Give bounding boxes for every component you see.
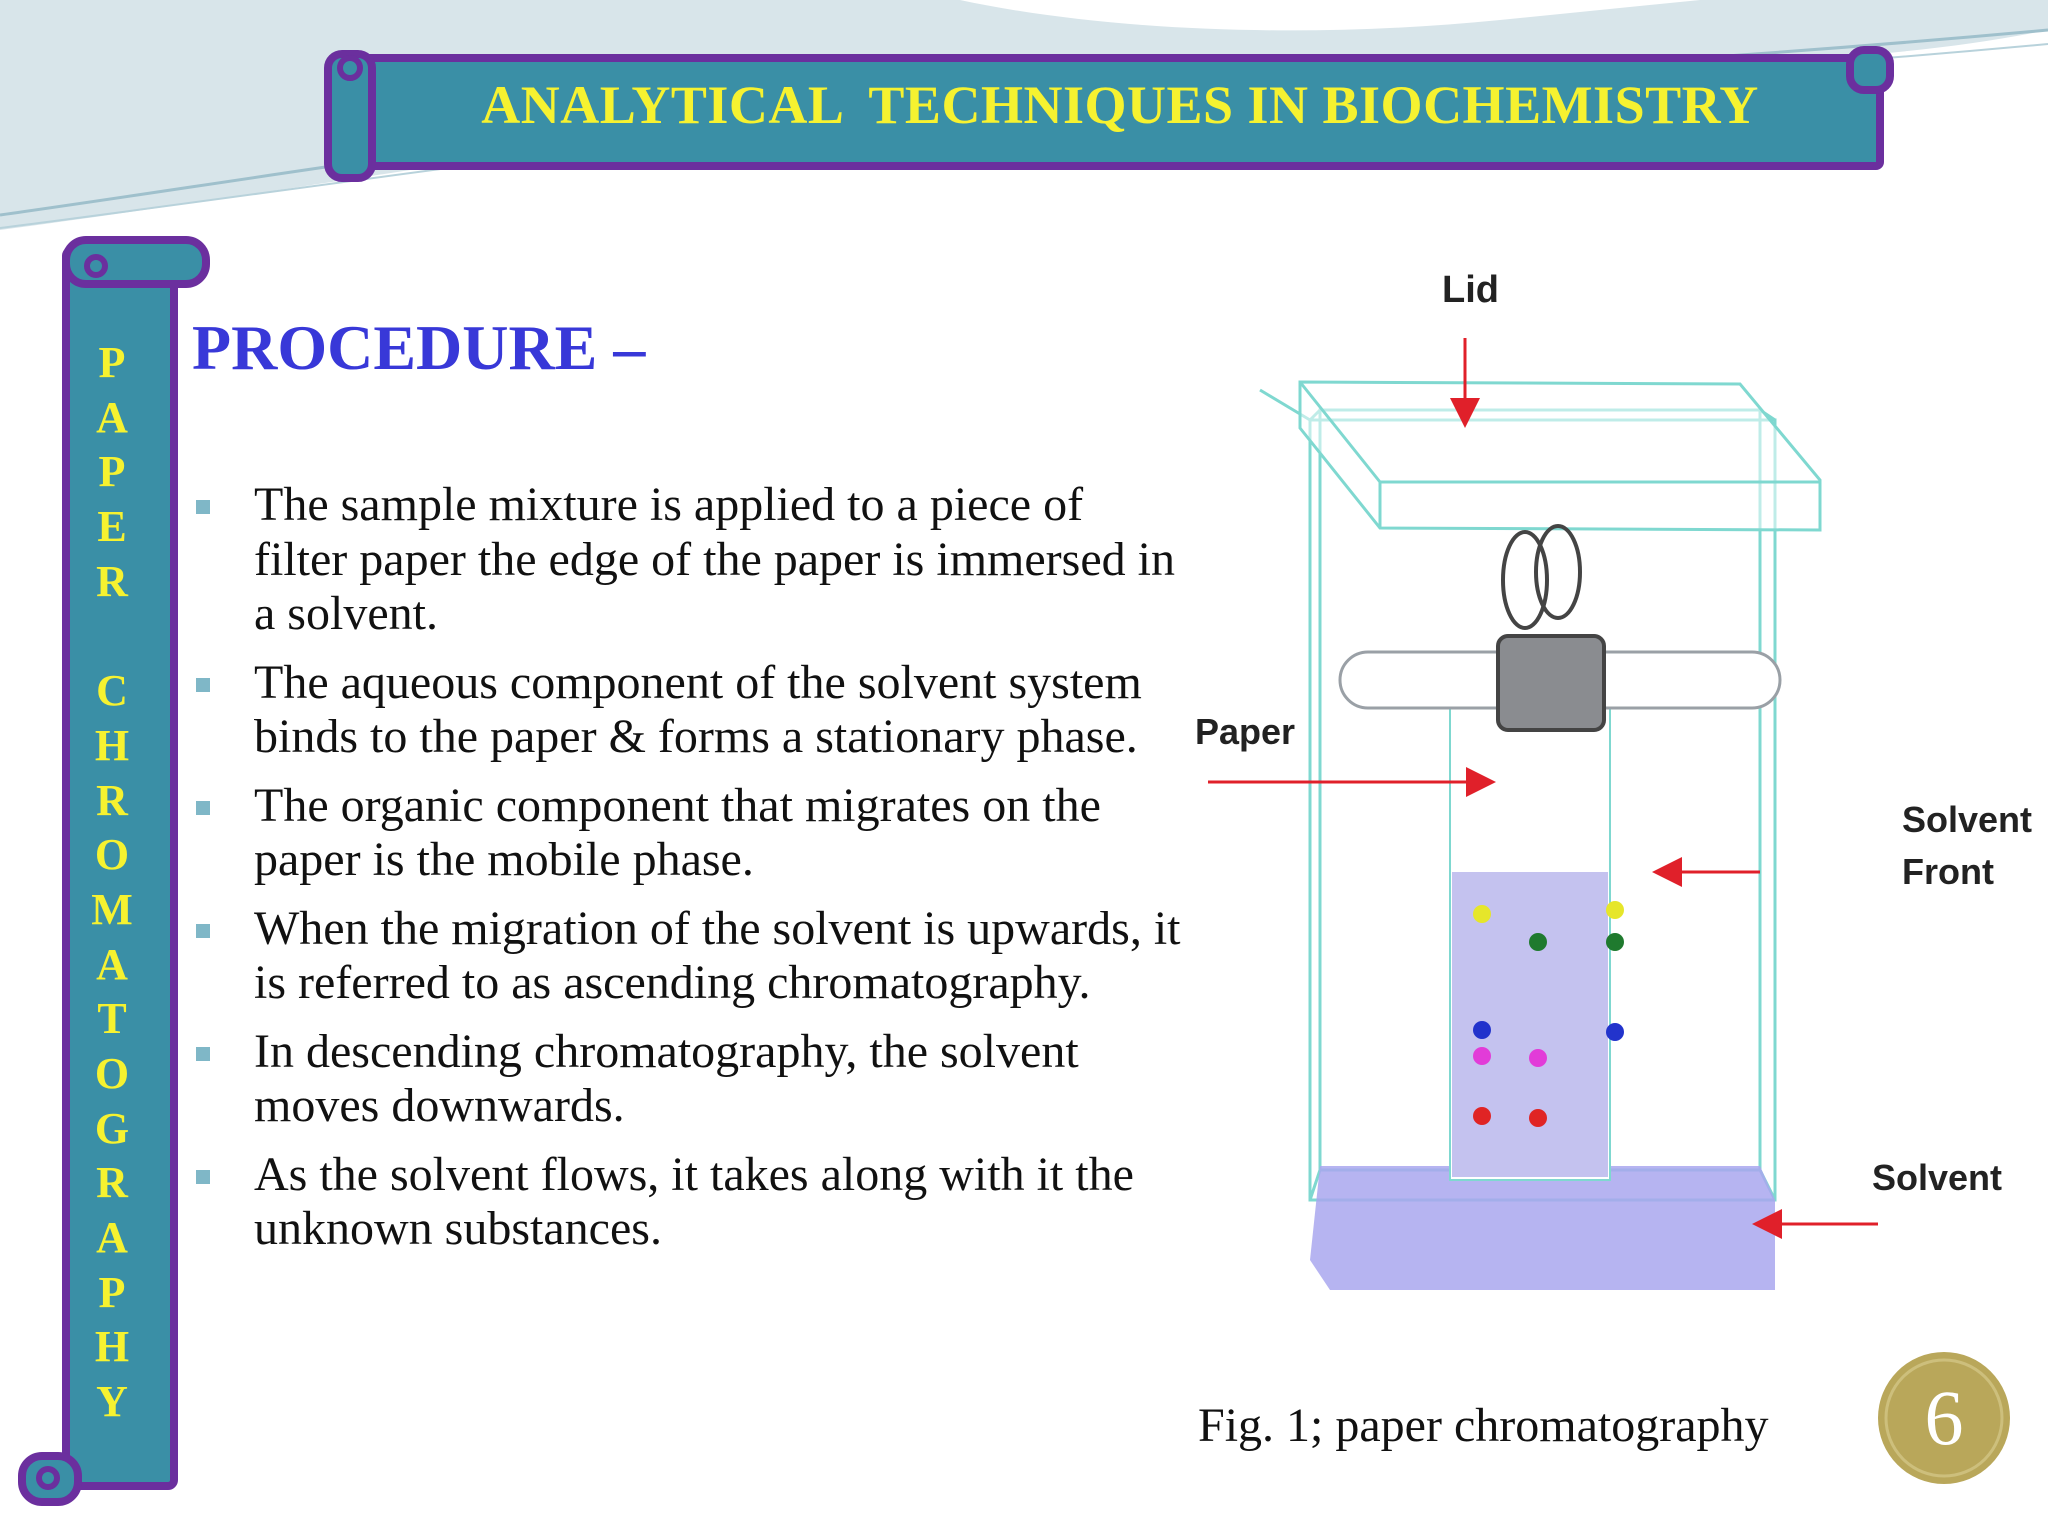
side-letter: A — [96, 1213, 128, 1262]
solvent-layer — [1310, 1166, 1775, 1290]
binder-clip — [1496, 524, 1606, 732]
bullet-square-icon — [196, 800, 210, 815]
sample-spots — [1473, 901, 1624, 1127]
bullet-list: The sample mixture is applied to a piece… — [192, 478, 1182, 1271]
label-lid: Lid — [1442, 269, 1499, 311]
label-solvent: Solvent — [1872, 1157, 2002, 1198]
slide-title: ANALYTICAL TECHNIQUES IN BIOCHEMISTRY — [481, 75, 1759, 135]
section-heading: PROCEDURE – — [192, 312, 646, 383]
side-letter: H — [94, 1322, 130, 1372]
side-letter: T — [97, 994, 127, 1044]
bullet-item: The organic component that migrates on t… — [192, 779, 1182, 888]
bullet-text: The aqueous component of the solvent sys… — [254, 655, 1142, 764]
label-solvent-front-1: Solvent — [1902, 799, 2032, 840]
side-letter: A — [96, 392, 128, 442]
side-letter: R — [96, 1158, 128, 1208]
bullet-text: The organic component that migrates on t… — [254, 778, 1101, 887]
side-letter: Y — [96, 1377, 128, 1427]
side-letter: P — [98, 338, 126, 387]
lid — [1298, 380, 1822, 532]
side-letter: E — [97, 502, 127, 552]
side-letter: M — [91, 884, 133, 934]
label-solvent-front-2: Front — [1902, 851, 1994, 892]
chromatography-diagram: Lid Paper Solvent Front Solvent — [1195, 269, 2032, 1290]
page-number-badge — [1878, 1352, 2010, 1484]
bullet-text: As the solvent flows, it takes along wit… — [254, 1147, 1134, 1256]
bullet-item: As the solvent flows, it takes along wit… — [192, 1148, 1182, 1257]
side-banner — [18, 236, 210, 1506]
label-paper: Paper — [1195, 711, 1295, 752]
side-letter: R — [96, 775, 128, 825]
side-letter: H — [94, 720, 130, 770]
bullet-text: In descending chromatography, the solven… — [254, 1024, 1079, 1133]
bullet-text: The sample mixture is applied to a piece… — [254, 478, 1175, 640]
bullet-item: The aqueous component of the solvent sys… — [192, 656, 1182, 765]
figure-caption: Fig. 1; paper chromatography — [1198, 1399, 1769, 1452]
bullet-square-icon — [196, 1169, 210, 1184]
side-letter: A — [96, 939, 128, 989]
bullet-square-icon — [196, 500, 210, 514]
side-letter: O — [94, 830, 130, 880]
bullet-item: In descending chromatography, the solven… — [192, 1025, 1182, 1134]
side-title: P A P E R C H R O M A T O G R A P H Y — [72, 336, 152, 1436]
page-number: 6 — [1924, 1374, 1964, 1461]
bullet-square-icon — [196, 677, 210, 692]
label-arrows — [1208, 338, 1878, 1239]
title-banner — [324, 46, 1894, 182]
bullet-square-icon — [196, 1046, 210, 1061]
bullet-square-icon — [196, 923, 210, 938]
bullet-text: When the migration of the solvent is upw… — [254, 901, 1181, 1010]
side-letter: G — [94, 1103, 130, 1153]
side-letter: R — [96, 556, 128, 606]
side-letter: C — [96, 666, 128, 716]
bullet-item: When the migration of the solvent is upw… — [192, 902, 1182, 1011]
side-letter: P — [98, 1267, 126, 1317]
bullet-item: The sample mixture is applied to a piece… — [192, 478, 1182, 642]
side-letter: O — [94, 1048, 130, 1098]
side-letter: P — [98, 447, 126, 497]
